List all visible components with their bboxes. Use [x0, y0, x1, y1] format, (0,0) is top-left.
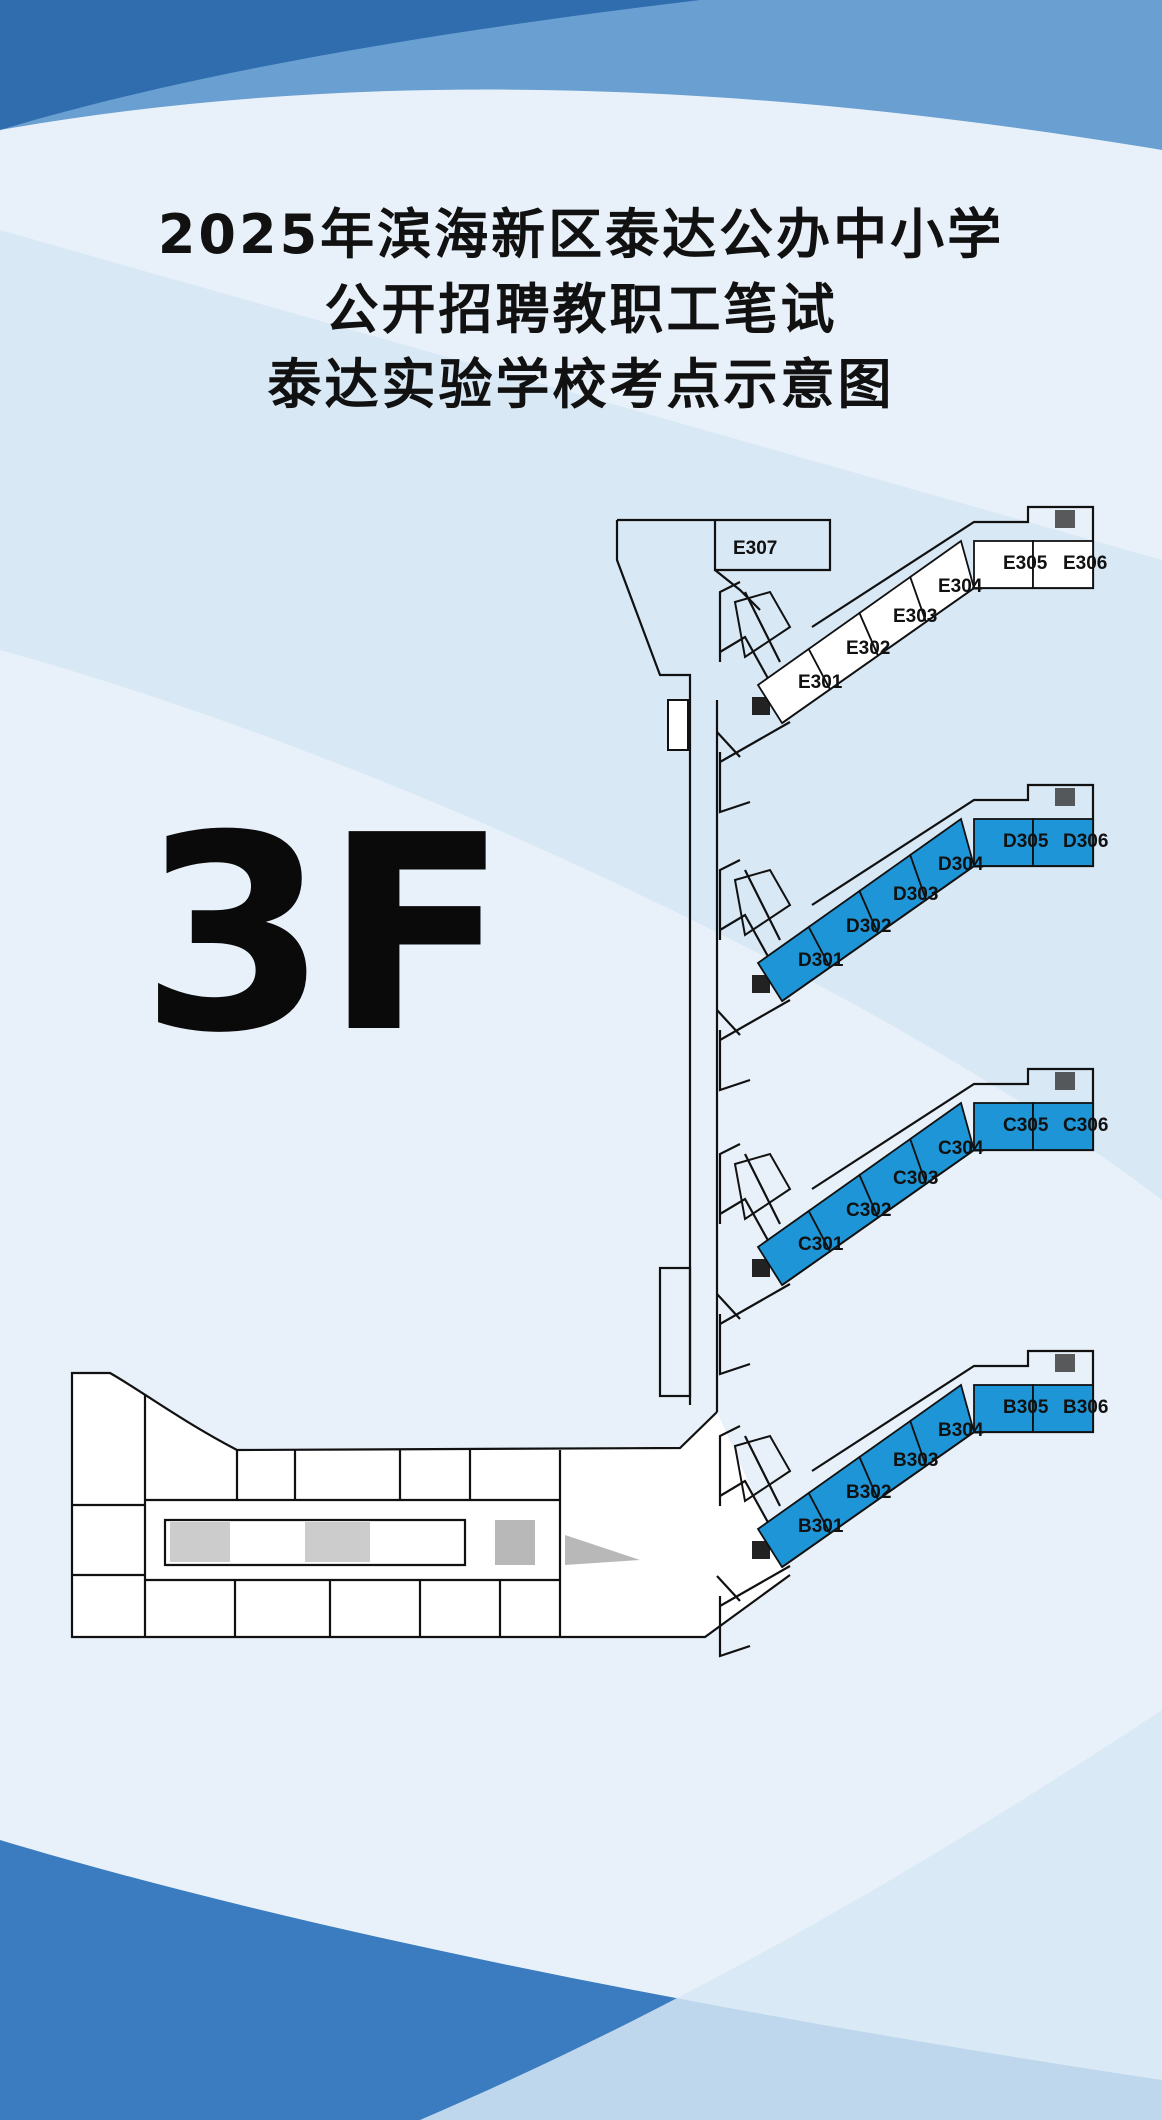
room-label: C306 — [1063, 1115, 1108, 1136]
room-label: E307 — [733, 538, 777, 559]
room-b305 — [973, 1384, 1034, 1433]
room-label: C301 — [798, 1234, 844, 1255]
e-block-top — [615, 518, 832, 690]
room-label: C303 — [893, 1168, 938, 1189]
room-label: E301 — [798, 672, 843, 693]
room-label: D302 — [846, 916, 891, 937]
room-label: E302 — [846, 638, 890, 659]
room-b306 — [1032, 1384, 1094, 1433]
room-label: E305 — [1003, 553, 1048, 574]
title-line-2: 公开招聘教职工笔试 — [324, 278, 838, 341]
background-band — [0, 230, 1162, 1200]
room-label: B302 — [846, 1482, 891, 1503]
corridor-feature — [658, 1266, 692, 1398]
room-label: D303 — [893, 884, 938, 905]
room-label: C305 — [1003, 1115, 1049, 1136]
room-label: E304 — [938, 576, 983, 597]
room-e306 — [1032, 540, 1094, 589]
room-d306 — [1032, 818, 1094, 867]
room-label: B304 — [938, 1420, 984, 1441]
room-label: C304 — [938, 1138, 984, 1159]
room-c305 — [973, 1102, 1034, 1151]
room-label: C302 — [846, 1200, 891, 1221]
floor-label: 3F — [140, 777, 508, 1092]
room-label: B306 — [1063, 1397, 1108, 1418]
top-band-dark — [0, 0, 700, 130]
room-label: D304 — [938, 854, 984, 875]
room-label: E306 — [1063, 553, 1107, 574]
room-label: B303 — [893, 1450, 938, 1471]
bottom-band-light — [420, 1710, 1162, 2120]
main-corridor — [658, 690, 719, 1412]
room-label: D306 — [1063, 831, 1108, 852]
title-line-1: 2025年滨海新区泰达公办中小学 — [157, 203, 1005, 266]
room-label: B305 — [1003, 1397, 1049, 1418]
room-d305 — [973, 818, 1034, 867]
room-label: E303 — [893, 606, 937, 627]
room-label: D305 — [1003, 831, 1049, 852]
left-building — [70, 1371, 791, 1639]
room-label: D301 — [798, 950, 844, 971]
title-line-3: 泰达实验学校考点示意图 — [267, 353, 895, 416]
stair-icon — [565, 1535, 640, 1565]
room-label: B301 — [798, 1516, 844, 1537]
room-c306 — [1032, 1102, 1094, 1151]
